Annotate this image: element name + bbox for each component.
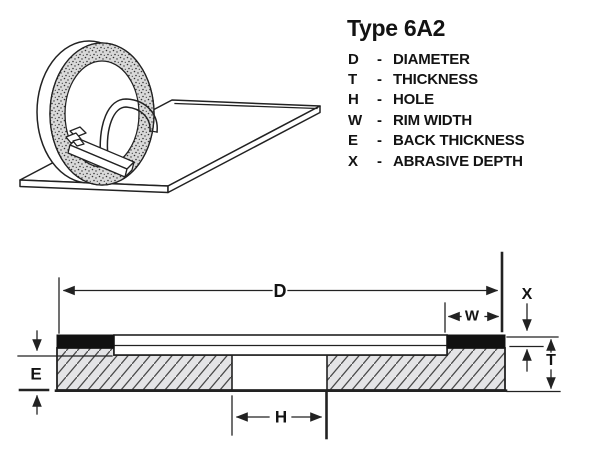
legend-letter: X [348,152,358,170]
dim-X [506,303,559,372]
dim-label-hole: H [274,407,288,427]
dim-H [231,391,328,440]
legend-item: E - BACK THICKNESS [348,131,525,151]
dim-label-thickness: T [546,352,556,369]
dim-D [58,251,504,334]
legend-letter: W [348,111,362,129]
legend-label: RIM WIDTH [393,111,473,129]
legend-item: W - RIM WIDTH [348,110,524,130]
legend-item: X - ABRASIVE DEPTH [348,151,524,171]
dim-label-rim-width: W [464,307,480,325]
bore-hole [231,354,328,391]
legend-separator: - [377,71,382,89]
legend-separator: - [377,91,382,109]
legend-separator: - [377,152,382,170]
hub-hole-arch [99,98,158,164]
legend-letter: H [348,91,359,109]
legend-letter: E [348,132,358,150]
legend-letter: D [348,50,359,68]
dim-label-diameter: D [273,281,287,301]
recess-band [113,334,448,356]
legend-item: H - HOLE [348,90,524,110]
abrasive-rim-left [56,334,115,349]
legend-label: HOLE [393,91,434,109]
dimension-legend: D - DIAMETER T - THICKNESS H - HOLE W - … [348,49,525,171]
dim-label-back-thickness: E [30,364,42,384]
abrasive-rim-right [446,334,506,349]
dim-W [444,302,500,333]
legend-letter: T [348,71,357,89]
workpiece-bar [67,137,135,178]
wheel-3d-illustration [19,40,321,194]
clamp [65,126,87,147]
legend-label: BACK THICKNESS [393,132,525,150]
legend-label: DIAMETER [393,50,470,68]
legend-separator: - [377,111,382,129]
legend-item: T - THICKNESS [348,69,524,89]
legend-label: THICKNESS [393,71,478,89]
dim-T [506,338,561,393]
legend-separator: - [377,132,382,150]
legend-separator: - [377,50,382,68]
legend-item: D - DIAMETER [348,49,524,69]
cross-section-view [17,251,561,440]
page-title: Type 6A2 [347,15,446,41]
dim-label-abrasive-depth: X [521,286,533,303]
dim-E [17,330,113,415]
legend-label: ABRASIVE DEPTH [393,152,523,170]
